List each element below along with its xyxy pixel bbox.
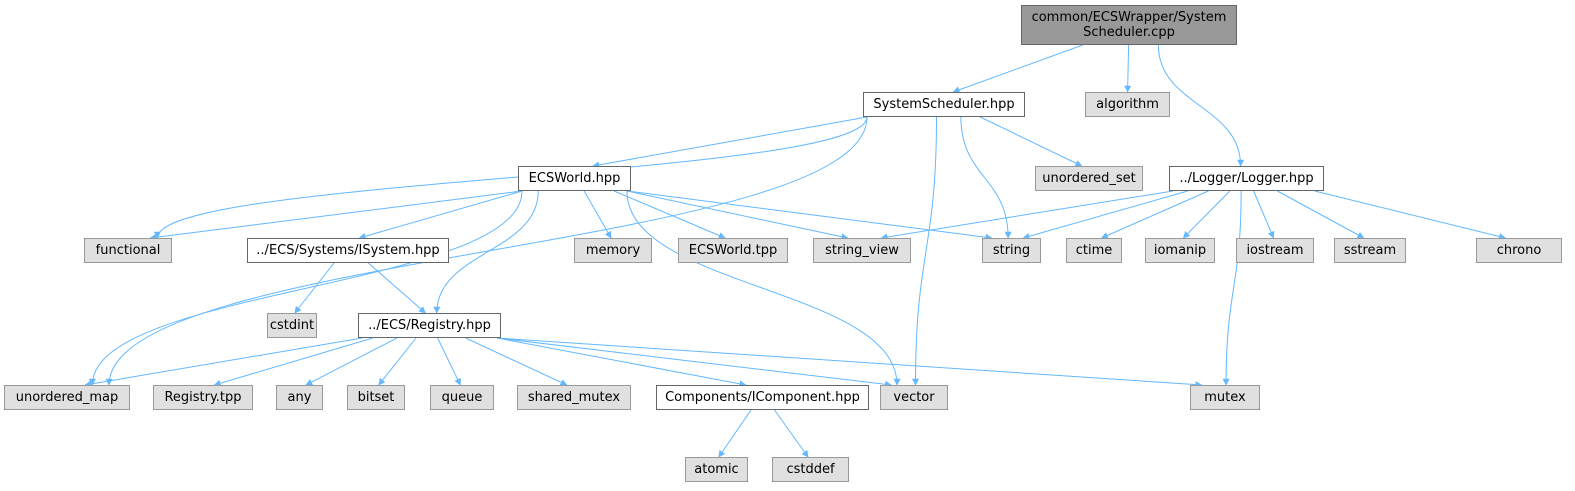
- edge-icomponent-to-cstddef: [774, 409, 809, 458]
- edge-sched-to-vector: [912, 116, 937, 386]
- node-mutex: mutex: [1190, 385, 1260, 410]
- node-vector: vector: [880, 385, 948, 410]
- node-sstream: sstream: [1334, 238, 1406, 263]
- edge-logger-to-string_view: [880, 190, 1174, 241]
- edge-sched-to-string: [960, 116, 1012, 239]
- edge-logger-to-iostream: [1253, 190, 1275, 239]
- edge-registry-to-queue: [437, 337, 461, 386]
- node-registry-tpp: Registry.tpp: [153, 385, 253, 410]
- node-iomanip: iomanip: [1145, 238, 1215, 263]
- edge-logger-to-ctime: [1100, 190, 1209, 239]
- edge-logger-to-mutex: [1222, 190, 1242, 386]
- edge-isystem-to-cstdint: [294, 262, 335, 314]
- node-ecsworld-hpp[interactable]: ECSWorld.hpp: [518, 166, 631, 191]
- node-ecsworld-tpp: ECSWorld.tpp: [678, 238, 788, 263]
- edge-ecsworld-to-isystem: [358, 190, 523, 240]
- edge-registry-to-vector: [496, 337, 893, 388]
- edge-root-to-sched: [952, 44, 1083, 94]
- edge-registry-to-icomponent: [496, 337, 747, 388]
- edge-registry-to-registry_tpp: [213, 337, 374, 387]
- edge-root-to-logger: [1157, 44, 1245, 167]
- node-memory: memory: [574, 238, 652, 263]
- edge-icomponent-to-atomic: [718, 409, 752, 458]
- edge-logger-to-string: [1022, 190, 1188, 240]
- node-logger-hpp[interactable]: ../Logger/Logger.hpp: [1169, 166, 1324, 191]
- edge-logger-to-iomanip: [1182, 190, 1231, 239]
- edge-sched-to-unordered_set: [980, 116, 1083, 167]
- node-string: string: [982, 238, 1041, 263]
- edge-registry-to-unordered_map: [84, 337, 363, 388]
- edge-root-to-algorithm: [1124, 44, 1132, 93]
- node-algorithm: algorithm: [1085, 92, 1170, 117]
- edge-registry-to-mutex: [496, 337, 1203, 389]
- node-root-file: common/ECSWrapper/System Scheduler.cpp: [1021, 5, 1237, 45]
- edge-ecsworld-to-memory: [583, 190, 612, 239]
- node-atomic: atomic: [685, 457, 748, 482]
- edge-ecsworld-to-string: [626, 190, 993, 241]
- node-any: any: [276, 385, 323, 410]
- edge-logger-to-chrono: [1314, 190, 1507, 240]
- edge-registry-to-any: [305, 337, 398, 386]
- node-isystem-hpp[interactable]: ../ECS/Systems/ISystem.hpp: [247, 238, 449, 263]
- node-chrono: chrono: [1476, 238, 1562, 263]
- node-queue: queue: [430, 385, 494, 410]
- edge-ecsworld-to-string_view: [626, 190, 849, 241]
- edge-ecsworld-to-functional: [149, 190, 523, 241]
- edge-ecsworld-to-ecsworld_tpp: [613, 190, 726, 239]
- node-functional: functional: [84, 238, 172, 263]
- node-icomponent-hpp[interactable]: Components/IComponent.hpp: [656, 385, 869, 410]
- node-shared-mutex: shared_mutex: [517, 385, 631, 410]
- edge-isystem-to-registry: [368, 262, 426, 314]
- edge-ecsworld-to-unordered_map: [88, 190, 523, 386]
- node-cstdint: cstdint: [267, 313, 317, 338]
- edge-logger-to-sstream: [1277, 190, 1365, 239]
- node-unordered-set: unordered_set: [1035, 166, 1143, 191]
- node-systemscheduler-hpp[interactable]: SystemScheduler.hpp: [863, 92, 1025, 117]
- node-iostream: iostream: [1236, 238, 1314, 263]
- node-string-view: string_view: [813, 238, 911, 263]
- edge-sched-to-ecsworld: [592, 116, 868, 169]
- edge-sched-to-unordered_map: [105, 116, 868, 386]
- node-bitset: bitset: [347, 385, 405, 410]
- node-registry-hpp[interactable]: ../ECS/Registry.hpp: [358, 313, 501, 338]
- edge-ecsworld-to-vector: [626, 190, 901, 386]
- node-cstddef: cstddef: [772, 457, 849, 482]
- edge-sched-to-functional: [153, 116, 868, 239]
- node-unordered-map: unordered_map: [4, 385, 130, 410]
- edge-registry-to-bitset: [378, 337, 417, 386]
- node-ctime: ctime: [1066, 238, 1122, 263]
- edge-registry-to-shared_mutex: [465, 337, 568, 386]
- edge-ecsworld-to-registry: [433, 190, 539, 314]
